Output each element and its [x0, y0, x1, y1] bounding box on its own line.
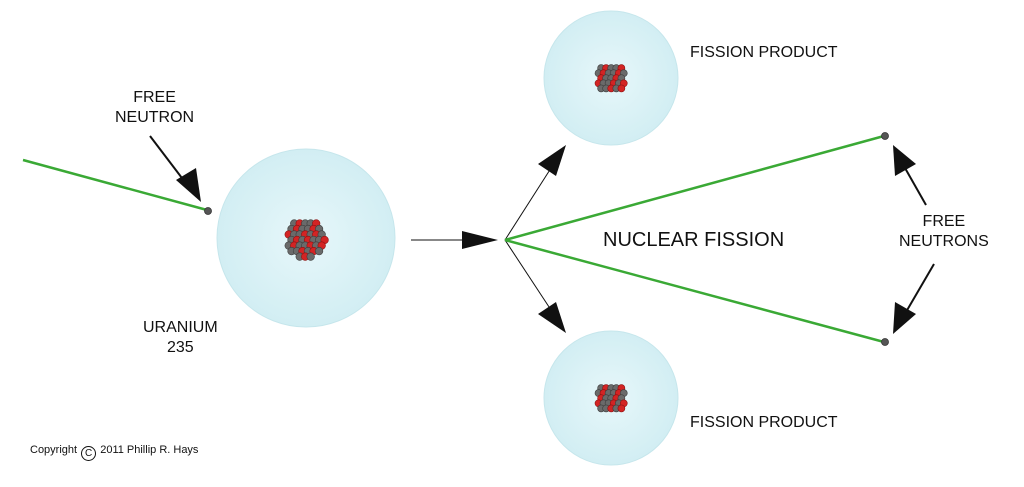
free-neutron-label: FREE NEUTRON: [115, 89, 195, 126]
copyright-text: 2011 Phillip R. Hays: [100, 444, 199, 456]
arrow-to-top-product: [504, 164, 554, 241]
free-neutrons-pointer-top: [904, 167, 927, 206]
fission-product-top-nucleus: [594, 64, 628, 93]
released-free-neutron-bottom: [881, 338, 889, 346]
copyright-prefix: Copyright: [30, 444, 78, 456]
fission-product-bottom-label: FISSION PRODUCT: [690, 414, 838, 431]
incoming-neutron-path: [22, 158, 208, 212]
released-free-neutron-top: [881, 132, 889, 140]
fission-product-bottom-nucleus: [594, 384, 628, 413]
neutron-particle: [306, 252, 315, 261]
arrow-to-bottom-product: [504, 239, 554, 314]
process-arrow-head: [462, 231, 498, 249]
free-neutrons-pointer-bottom-head: [893, 302, 916, 334]
uranium-235-label: URANIUM 235: [143, 319, 218, 356]
proton-particle: [617, 84, 626, 93]
neutron-particle: [315, 247, 324, 256]
free-neutrons-pointer-bottom: [905, 263, 935, 313]
copyright-symbol: C: [81, 446, 97, 461]
incoming-free-neutron: [204, 207, 212, 215]
released-neutron-path-bottom: [504, 238, 885, 344]
uranium-nucleus: [284, 219, 329, 261]
arrow-to-top-product-head: [538, 145, 566, 176]
free-neutrons-pointer-top-head: [893, 145, 916, 176]
proton-particle: [617, 404, 626, 413]
free-neutron-pointer-head: [176, 168, 201, 202]
arrow-to-bottom-product-head: [538, 302, 566, 333]
nuclear-fission-title: NUCLEAR FISSION: [603, 229, 785, 251]
fission-product-top-label: FISSION PRODUCT: [690, 44, 838, 61]
free-neutrons-label: FREE NEUTRONS: [899, 213, 989, 250]
released-neutron-path-top: [504, 134, 885, 242]
copyright-notice: Copyright C 2011 Phillip R. Hays: [30, 444, 198, 461]
